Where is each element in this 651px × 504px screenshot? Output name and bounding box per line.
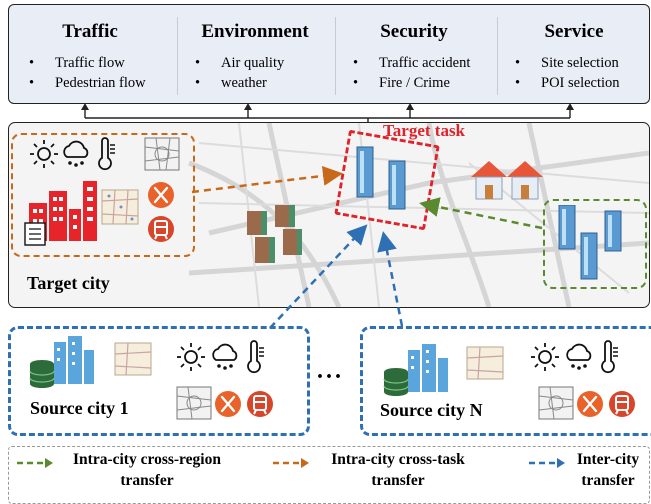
map-icon	[144, 137, 180, 171]
train-icon	[609, 391, 635, 417]
blue-arrow-icon	[529, 458, 565, 468]
divider	[177, 17, 178, 95]
buildings-icon	[247, 205, 302, 263]
sun-icon	[30, 140, 58, 168]
map-icon	[176, 386, 212, 420]
document-icon	[24, 222, 46, 246]
skyscraper-icon	[558, 205, 622, 280]
sun-icon	[177, 343, 205, 371]
sun-icon	[531, 343, 559, 371]
category-item: weather	[195, 73, 284, 93]
database-icon	[383, 344, 448, 396]
house-icon	[471, 161, 543, 200]
legend: Intra-city cross-region transfer Intra-c…	[8, 446, 650, 504]
category-item: Traffic accident	[353, 53, 470, 73]
target-city-panel: Target task Target city	[8, 122, 650, 308]
category-service: Service Site selection POI selection	[501, 5, 647, 103]
target-city-data-box	[11, 133, 195, 257]
thermometer-icon	[601, 340, 618, 374]
transfer-arrows	[191, 165, 543, 329]
source-city-n-box	[360, 326, 651, 436]
other-region-box	[543, 199, 647, 289]
orange-arrow-icon	[273, 458, 309, 468]
category-connectors	[81, 103, 574, 140]
rain-cloud-icon	[212, 343, 238, 370]
restaurant-icon	[215, 391, 241, 417]
category-item: Fire / Crime	[353, 73, 470, 93]
legend-intra-region: Intra-city cross-region transfer	[73, 451, 221, 489]
divider	[497, 17, 498, 95]
restaurant-icon	[577, 391, 603, 417]
task-categories-panel: Traffic Traffic flow Pedestrian flow Env…	[8, 4, 650, 104]
poi-map-icon	[101, 189, 139, 225]
source-city-1-box	[8, 326, 310, 436]
source-city-n-label: Source city N	[380, 400, 483, 420]
skyscraper-icon	[356, 146, 406, 210]
green-arrow-icon	[17, 458, 53, 468]
city-buildings-icon	[29, 181, 97, 241]
map-icon	[538, 386, 574, 420]
ellipsis: ···	[316, 364, 344, 390]
category-traffic: Traffic Traffic flow Pedestrian flow	[15, 5, 165, 103]
target-task-label: Target task	[383, 122, 466, 140]
divider	[335, 17, 336, 95]
category-item: POI selection	[515, 73, 620, 93]
category-item: Air quality	[195, 53, 284, 73]
restaurant-icon	[148, 182, 174, 208]
legend-inter-city: Inter-city transfer	[576, 451, 640, 489]
category-item: Pedestrian flow	[29, 73, 146, 93]
category-title: Service	[544, 21, 604, 42]
poi-map-icon	[114, 342, 152, 376]
category-title: Security	[380, 21, 448, 42]
rain-cloud-icon	[63, 140, 89, 167]
legend-intra-task: Intra-city cross-task transfer	[331, 451, 465, 489]
target-city-label: Target city	[27, 273, 110, 293]
poi-map-icon	[466, 346, 504, 380]
thermometer-icon	[247, 340, 264, 374]
database-icon	[29, 336, 94, 388]
source-city-1-label: Source city 1	[30, 398, 129, 418]
category-item: Site selection	[515, 53, 620, 73]
category-security: Security Traffic accident Fire / Crime	[339, 5, 489, 103]
category-environment: Environment Air quality weather	[181, 5, 329, 103]
train-icon	[148, 216, 174, 242]
train-icon	[247, 391, 273, 417]
rain-cloud-icon	[566, 343, 592, 370]
thermometer-icon	[98, 137, 115, 171]
category-title: Environment	[201, 21, 309, 42]
category-title: Traffic	[62, 21, 118, 42]
category-item: Traffic flow	[29, 53, 146, 73]
